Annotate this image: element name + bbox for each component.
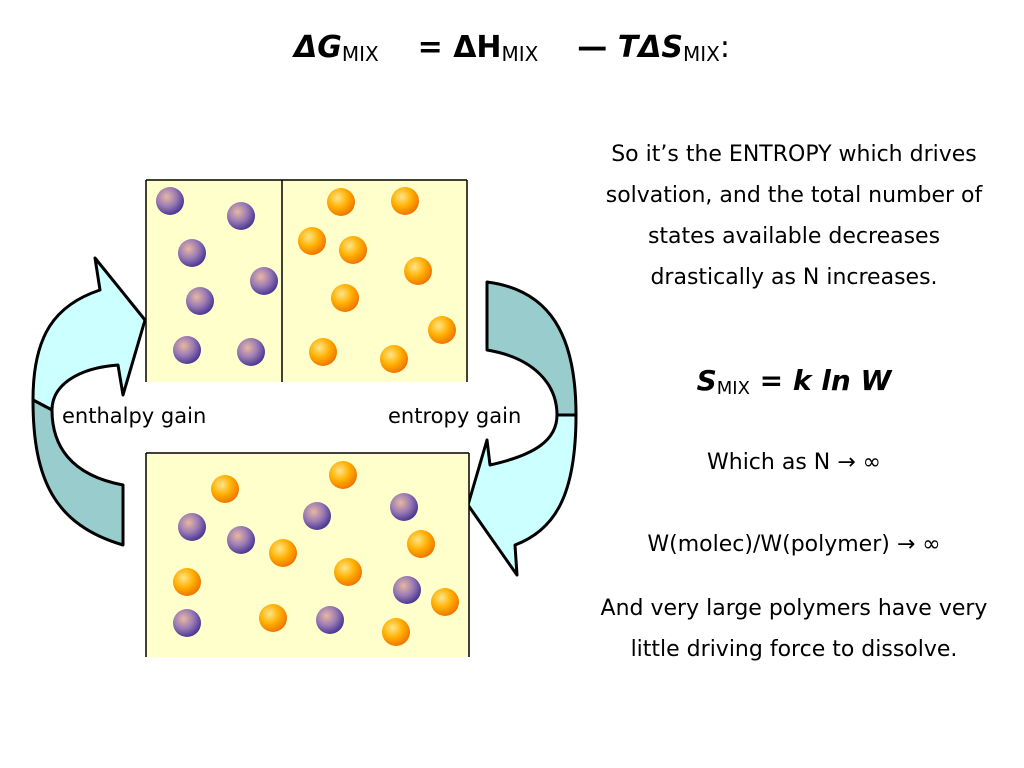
solute-particle-purple [156,187,184,215]
entropy-gain-label: entropy gain [388,404,522,428]
solvent-particle-orange [259,604,287,632]
solute-particle-purple [237,338,265,366]
solvent-particle-orange [329,461,357,489]
equation-title: ΔGMIX = ΔHMIX — TΔSMIX: [0,30,1024,66]
title-subscript-mix: MIX [683,42,720,66]
unmixed-particles [156,187,456,373]
solvent-particle-orange [173,568,201,596]
solute-particle-purple [393,576,421,604]
title-delta-g: ΔG [294,30,342,65]
solute-particle-purple [316,606,344,634]
enthalpy-arrow-tail [31,398,125,547]
polymer-conclusion: And very large polymers have very little… [600,596,988,662]
mixed-particles [173,461,459,646]
solvent-particle-orange [339,236,367,264]
title-subscript-mix: MIX [501,42,539,66]
solvent-particle-orange [380,345,408,373]
solute-particle-purple [186,287,214,315]
solvent-particle-orange [331,284,359,312]
title-minus: — [577,30,608,65]
solvent-particle-orange [211,475,239,503]
solvent-particle-orange [404,257,432,285]
solute-particle-purple [178,239,206,267]
solvent-particle-orange [407,530,435,558]
enthalpy-arrow [31,256,147,412]
entropy-arrow-head [466,413,578,577]
solvent-particle-orange [391,187,419,215]
solute-particle-purple [178,513,206,541]
solvent-particle-orange [327,188,355,216]
solute-particle-purple [250,267,278,295]
eq-rest: = k ln W [749,364,892,397]
limit-n-infinity: Which as N → ∞ [707,450,881,475]
title-colon: : [719,30,730,65]
solvent-particle-orange [431,588,459,616]
solvent-particle-orange [269,539,297,567]
solute-particle-purple [390,493,418,521]
eq-subscript-mix: MIX [716,378,750,399]
enthalpy-gain-label: enthalpy gain [62,404,207,428]
title-t-delta-s: TΔS [617,30,684,65]
eq-s: S [696,364,717,397]
entropy-arrow-tail [485,280,578,417]
solute-particle-purple [173,609,201,637]
solute-particle-purple [227,202,255,230]
title-equals-delta-h: = ΔH [417,30,502,65]
entropy-explanation: So it’s the ENTROPY which drives solvati… [605,142,983,290]
entropy-equation: SMIX = k ln W [596,364,992,399]
title-subscript-mix: MIX [341,42,379,66]
solvent-particle-orange [334,558,362,586]
solute-particle-purple [173,336,201,364]
solvent-particle-orange [428,316,456,344]
solvent-particle-orange [309,338,337,366]
solute-particle-purple [303,502,331,530]
solute-particle-purple [227,526,255,554]
ratio-limit: W(molec)/W(polymer) → ∞ [647,532,941,557]
solvent-particle-orange [382,618,410,646]
solvent-particle-orange [298,227,326,255]
